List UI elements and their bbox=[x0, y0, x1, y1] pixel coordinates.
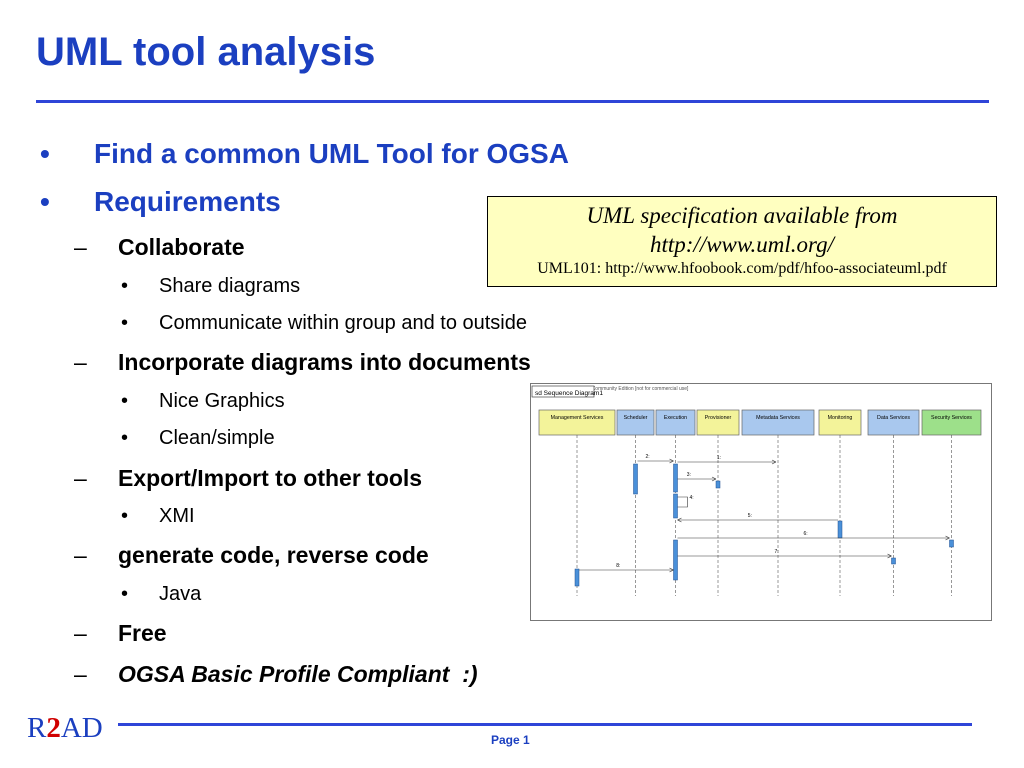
req-text: OGSA Basic Profile Compliant :) bbox=[118, 661, 478, 687]
lifeline-label: Data Services bbox=[877, 415, 910, 421]
bullet-find-tool: • Find a common UML Tool for OGSA bbox=[40, 138, 740, 174]
diagram-tab-label: sd Sequence Diagram1 bbox=[535, 390, 603, 397]
bullet-marker: • bbox=[121, 583, 129, 605]
dash-marker: – bbox=[74, 542, 87, 568]
bullet-marker: • bbox=[121, 275, 129, 297]
diagram-frame-tab bbox=[531, 385, 595, 398]
message-arrow: 2: bbox=[637, 454, 674, 464]
dash-marker: – bbox=[74, 620, 87, 646]
lifeline: Management Services bbox=[538, 409, 616, 596]
svg-text:4:: 4: bbox=[690, 495, 694, 501]
bullet-marker: • bbox=[40, 138, 50, 169]
svg-text:1:: 1: bbox=[717, 455, 721, 461]
req-ogsa-compliant: – OGSA Basic Profile Compliant :) bbox=[74, 661, 594, 691]
r2ad-logo: R2AD bbox=[27, 712, 103, 744]
lifeline: Security Services bbox=[921, 409, 982, 596]
footer-divider bbox=[118, 723, 972, 726]
req-text: Free bbox=[118, 620, 167, 646]
note-line-2[interactable]: http://www.uml.org/ bbox=[649, 232, 835, 257]
req-free: – Free bbox=[74, 620, 274, 650]
lifeline: Data Services bbox=[867, 409, 920, 596]
req-text: Export/Import to other tools bbox=[118, 465, 423, 491]
req-incorporate: – Incorporate diagrams into documents bbox=[74, 349, 654, 379]
sequence-diagram-svg: Visual Paradigm for UML Community Editio… bbox=[531, 385, 982, 596]
message-arrow: 5: bbox=[677, 513, 838, 523]
lifeline-label: Metadata Services bbox=[756, 415, 800, 421]
svg-text:8:: 8: bbox=[616, 563, 620, 569]
message-arrow: 7: bbox=[677, 549, 892, 559]
uml-spec-note: UML specification available from http://… bbox=[487, 196, 997, 287]
message-arrow: 1: bbox=[677, 455, 777, 465]
dash-marker: – bbox=[74, 465, 87, 491]
req-text: Clean/simple bbox=[159, 427, 275, 449]
dash-marker: – bbox=[74, 661, 87, 687]
req-generate-code: – generate code, reverse code bbox=[74, 542, 514, 572]
req-java: • Java bbox=[121, 583, 321, 609]
req-export-import: – Export/Import to other tools bbox=[74, 465, 514, 495]
req-text: Share diagrams bbox=[159, 275, 301, 297]
req-nice-graphics: • Nice Graphics bbox=[121, 390, 421, 416]
bullet-marker: • bbox=[40, 186, 50, 217]
message-group: 1: 2: 3: 4: 5: 6: 7: 8: bbox=[579, 454, 950, 573]
page-number: Page 1 bbox=[491, 733, 530, 747]
svg-text:2:: 2: bbox=[646, 454, 650, 460]
message-arrow: 6: bbox=[677, 531, 950, 541]
note-line-3[interactable]: UML101: http://www.hfoobook.com/pdf/hfoo… bbox=[537, 260, 947, 277]
title-divider bbox=[36, 100, 989, 103]
lifeline-group: Management Services Scheduler Execution Pro… bbox=[538, 409, 982, 596]
bullet-text: Requirements bbox=[94, 186, 281, 217]
svg-text:7:: 7: bbox=[775, 549, 779, 555]
lifeline-label: Security Services bbox=[931, 415, 972, 421]
lifeline: Provisioner bbox=[696, 409, 740, 596]
sequence-diagram-image: Visual Paradigm for UML Community Editio… bbox=[530, 383, 992, 621]
req-communicate: • Communicate within group and to outsid… bbox=[121, 312, 661, 338]
slide-title: UML tool analysis bbox=[36, 30, 376, 74]
req-clean-simple: • Clean/simple bbox=[121, 427, 421, 453]
req-text: Nice Graphics bbox=[159, 390, 285, 412]
dash-marker: – bbox=[74, 349, 87, 375]
lifeline: Metadata Services bbox=[741, 409, 815, 596]
req-collaborate: – Collaborate bbox=[74, 234, 374, 264]
message-arrow: 8: bbox=[579, 563, 674, 573]
lifeline-label: Monitoring bbox=[828, 415, 853, 421]
req-share-diagrams: • Share diagrams bbox=[121, 275, 461, 301]
lifeline-label: Provisioner bbox=[705, 415, 732, 421]
req-text: Incorporate diagrams into documents bbox=[118, 349, 531, 375]
lifeline-label: Management Services bbox=[551, 415, 604, 421]
bullet-marker: • bbox=[121, 505, 129, 527]
bullet-marker: • bbox=[121, 390, 129, 412]
lifeline: Scheduler bbox=[616, 409, 655, 596]
bullet-text: Find a common UML Tool for OGSA bbox=[94, 138, 569, 169]
note-line-1: UML specification available from bbox=[586, 203, 898, 228]
req-text: XMI bbox=[159, 505, 195, 527]
svg-text:5:: 5: bbox=[748, 513, 752, 519]
lifeline-label: Execution bbox=[664, 415, 687, 421]
lifeline-label: Scheduler bbox=[624, 415, 648, 421]
req-text: generate code, reverse code bbox=[118, 542, 429, 568]
req-text: Java bbox=[159, 583, 202, 605]
svg-text:6:: 6: bbox=[804, 531, 808, 537]
req-text: Communicate within group and to outside bbox=[159, 312, 527, 334]
bullet-requirements: • Requirements bbox=[40, 186, 440, 222]
bullet-marker: • bbox=[121, 312, 129, 334]
diagram-header: Visual Paradigm for UML Community Editio… bbox=[535, 386, 689, 392]
dash-marker: – bbox=[74, 234, 87, 260]
svg-text:3:: 3: bbox=[687, 472, 691, 478]
req-text: Collaborate bbox=[118, 234, 245, 260]
bullet-marker: • bbox=[121, 427, 129, 449]
message-arrow: 4: bbox=[677, 495, 694, 508]
req-xmi: • XMI bbox=[121, 505, 321, 531]
message-arrow: 3: bbox=[677, 472, 717, 482]
lifeline: Monitoring bbox=[818, 409, 862, 596]
